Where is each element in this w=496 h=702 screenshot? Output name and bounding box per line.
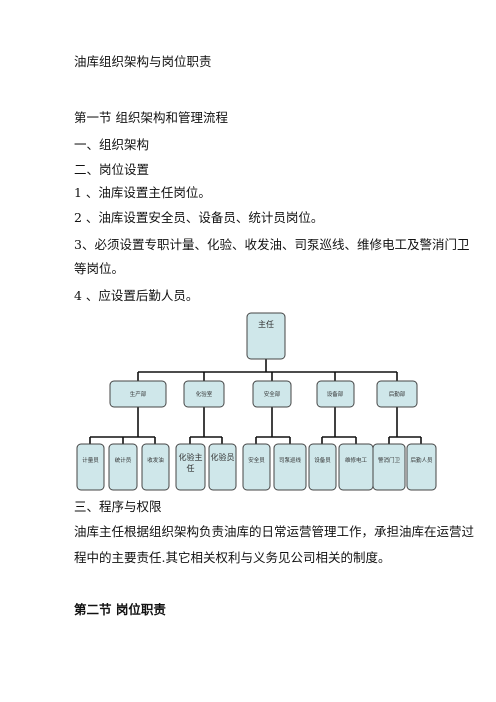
paragraph-3-line-2: 等岗位。 [74,261,125,276]
paragraph-2: 2 、油库设置安全员、设备员、统计员岗位。 [74,210,324,225]
section-1-heading: 第一节 组织架构和管理流程 [74,110,228,125]
org-node-staff: 设备员 [308,443,337,491]
org-node-department-label: 后勤部 [389,390,406,398]
org-node-department-label: 生产部 [130,390,147,398]
document-title: 油库组织架构与岗位职责 [74,54,212,69]
paragraph-director-duty-line-1: 油库主任根据组织架构负责油库的日常运营管理工作，承担油库在运营过 [74,524,475,539]
org-node-staff: 收发油 [141,443,170,491]
org-node-staff-label: 化验主任 [179,452,203,473]
org-node-staff: 司泵巡线 [273,443,307,491]
org-node-staff-label: 设备员 [314,456,331,464]
org-node-staff-label: 司泵巡线 [279,456,302,464]
org-node-staff: 计量员 [76,443,105,491]
org-node-staff: 化验主任 [175,443,206,491]
org-node-staff-label: 警消门卫 [378,456,401,464]
org-node-staff-label: 安全员 [248,456,265,464]
org-node-staff-label: 维修电工 [345,456,368,464]
org-node-staff-label: 计量员 [82,456,99,464]
org-node-department-label: 安全部 [264,390,281,398]
org-node-department: 设备部 [316,380,355,408]
paragraph-3-line-1: 3、必须设置专职计量、化验、收发油、司泵巡线、维修电工及警消门卫 [74,237,470,252]
org-node-department: 生产部 [109,380,167,408]
org-node-director: 主任 [246,312,286,360]
section-2-heading: 第二节 岗位职责 [74,602,166,617]
item-post-setup: 二、岗位设置 [74,162,150,177]
org-node-department: 化验室 [183,380,225,408]
org-node-staff-label: 后勤人员 [410,456,433,464]
org-node-staff: 后勤人员 [406,443,437,491]
org-node-staff: 警消门卫 [372,443,406,491]
org-chart-connectors [89,359,422,444]
org-node-staff: 维修电工 [338,443,374,491]
org-node-department-label: 设备部 [327,390,344,398]
org-node-director-label: 主任 [258,319,274,329]
org-node-department: 安全部 [252,380,292,408]
paragraph-director-duty-line-2: 程中的主要责任.其它相关权利与义务见公司相关的制度。 [74,550,391,565]
org-node-department-label: 化验室 [196,390,213,398]
item-procedure-authority: 三、程序与权限 [74,499,162,514]
item-org-structure: 一、组织架构 [74,137,150,152]
org-node-staff-label: 收发油 [147,456,164,464]
org-node-staff: 安全员 [242,443,271,491]
org-node-staff: 统计员 [108,443,138,491]
org-node-department: 后勤部 [376,380,418,408]
org-node-staff-label: 统计员 [115,456,132,464]
org-node-staff: 化验员 [208,443,237,491]
org-node-staff-label: 化验员 [211,452,235,462]
paragraph-4: 4 、应设置后勤人员。 [74,288,199,303]
paragraph-1: 1 、油库设置主任岗位。 [74,185,211,200]
